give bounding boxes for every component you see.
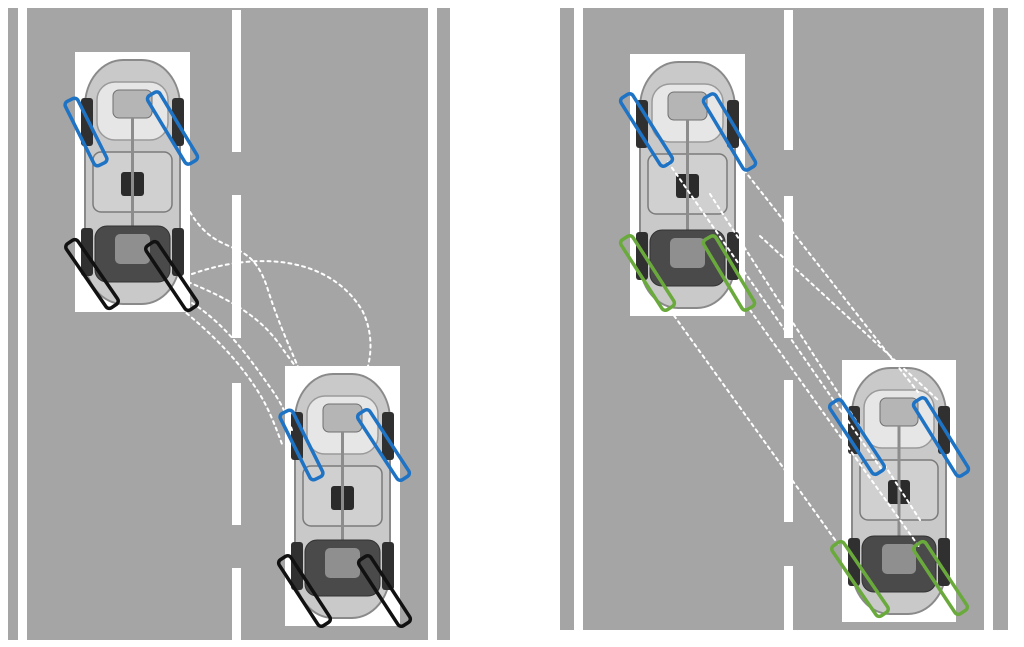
wheel-trajectory-curve	[189, 211, 301, 373]
trajectory-group-left	[169, 211, 372, 445]
car-top-view-icon	[75, 52, 190, 312]
front-wheel-outline-icon	[911, 396, 971, 478]
car-top-view-icon	[630, 54, 745, 316]
lane-divider-dash	[232, 195, 241, 338]
lane-divider-dash	[784, 10, 793, 150]
right-edge-line	[984, 8, 993, 630]
lane-divider-dash	[784, 566, 793, 630]
car-top-view-icon	[285, 366, 400, 626]
wheel-trajectory-curve	[187, 281, 306, 381]
wheel-trajectory-curve	[169, 299, 283, 445]
wheel-trajectory-line	[759, 235, 939, 401]
rear-axle	[882, 544, 916, 574]
right-edge-line	[428, 8, 437, 640]
lane-divider-dash	[232, 568, 241, 640]
rear-wheel-outline-icon	[911, 539, 970, 617]
rear-wheel-outline-icon	[64, 237, 120, 311]
engine-block	[667, 91, 708, 121]
front-wheel-outline-icon	[701, 92, 758, 172]
car-top-view-icon	[842, 360, 956, 622]
rear-left-tire	[848, 538, 860, 586]
left-edge-line	[574, 8, 583, 630]
wheel-trajectory-line	[669, 309, 839, 545]
wheel-trajectory-line	[667, 161, 883, 471]
front-wheel-outline-icon	[618, 92, 675, 168]
rear-right-tire	[172, 228, 184, 276]
front-wheel-outline-icon	[63, 96, 109, 168]
wheel-trajectory-curve	[191, 260, 372, 367]
front-wheel-outline-icon	[355, 407, 412, 483]
engine-block	[879, 397, 919, 427]
rear-wheel-outline-icon	[830, 539, 890, 619]
front-wheel-outline-icon	[278, 408, 325, 482]
lane-divider-dash	[232, 383, 241, 525]
front-wheel-outline-icon	[827, 397, 887, 477]
lane-divider-dash	[232, 10, 241, 152]
wheel-trajectory-line	[749, 309, 921, 549]
rear-axle	[325, 548, 360, 578]
rear-axle	[670, 238, 705, 268]
rear-wheel-outline-icon	[701, 234, 757, 312]
left-edge-line	[18, 8, 27, 640]
lane-divider-dash	[784, 380, 793, 522]
rear-wheel-outline-icon	[276, 553, 333, 629]
engine-block	[112, 89, 153, 119]
rear-axle	[115, 234, 150, 264]
wheel-trajectory-curve	[179, 295, 293, 431]
lane-divider-dash	[784, 196, 793, 338]
wheel-trajectory-line	[743, 169, 919, 393]
front-wheel-outline-icon	[145, 90, 200, 166]
rear-wheel-outline-icon	[618, 233, 677, 313]
rear-wheel-outline-icon	[143, 239, 200, 313]
rear-wheel-outline-icon	[356, 553, 413, 629]
